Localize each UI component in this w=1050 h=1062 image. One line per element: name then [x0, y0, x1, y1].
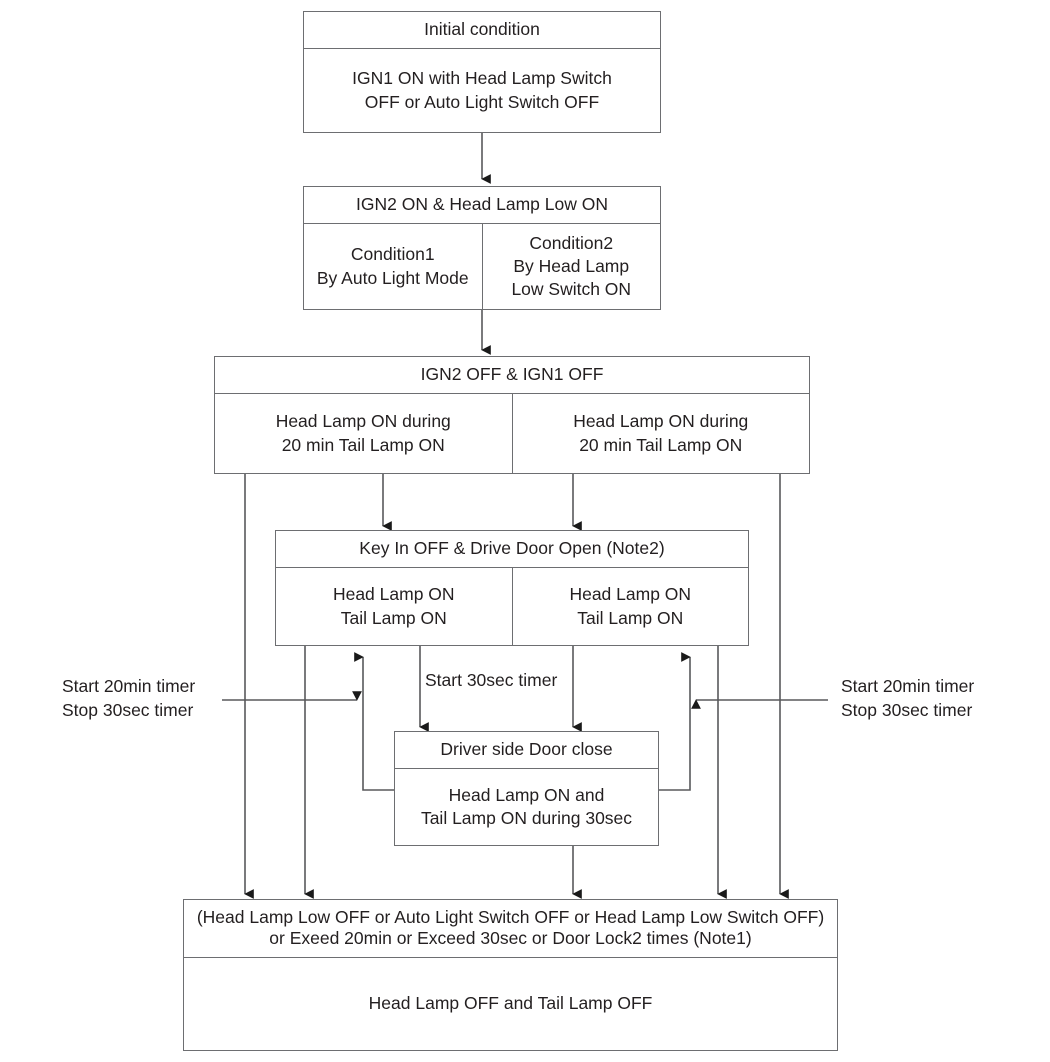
node-ign2-on-cell-condition2: Condition2 By Head Lamp Low Switch ON	[481, 224, 661, 309]
node-initial-condition-body: IGN1 ON with Head Lamp Switch OFF or Aut…	[304, 49, 660, 132]
node-lamps-off[interactable]: (Head Lamp Low OFF or Auto Light Switch …	[183, 899, 838, 1051]
node-initial-condition-header: Initial condition	[304, 12, 660, 49]
node-ign-off-cell-left: Head Lamp ON during 20 min Tail Lamp ON	[275, 411, 451, 455]
node-ign2-on[interactable]: IGN2 ON & Head Lamp Low ON Condition1 By…	[303, 186, 661, 310]
node-ign-off-body: Head Lamp ON during 20 min Tail Lamp ON …	[215, 394, 809, 473]
annotation-timer-right: Start 20min timer Stop 30sec timer	[841, 676, 975, 721]
node-ign-off-cell-right: Head Lamp ON during 20 min Tail Lamp ON	[511, 394, 810, 473]
node-ign2-on-body: Condition1 By Auto Light Mode Condition2…	[304, 224, 660, 309]
node-ign-off-header: IGN2 OFF & IGN1 OFF	[215, 357, 809, 394]
node-door-close-header: Driver side Door close	[395, 732, 658, 769]
node-initial-condition-cell-1: IGN1 ON with Head Lamp Switch OFF or Aut…	[352, 68, 612, 112]
node-key-in-off-cell-right: Head Lamp ON Tail Lamp ON	[511, 568, 749, 645]
node-lamps-off-body: Head Lamp OFF and Tail Lamp OFF	[184, 958, 837, 1050]
node-key-in-off-cell-left: Head Lamp ON Tail Lamp ON	[332, 584, 455, 628]
connector-doorclose-feedback-left	[354, 652, 394, 791]
node-initial-condition[interactable]: Initial condition IGN1 ON with Head Lamp…	[303, 11, 661, 133]
annotation-timer-left: Start 20min timer Stop 30sec timer	[62, 676, 196, 721]
node-ign2-on-cell-condition1: Condition1 By Auto Light Mode	[316, 244, 469, 288]
node-lamps-off-cell-1: Head Lamp OFF and Tail Lamp OFF	[368, 993, 653, 1014]
node-key-in-off[interactable]: Key In OFF & Drive Door Open (Note2) Hea…	[275, 530, 749, 646]
node-door-close-cell-1: Head Lamp ON and Tail Lamp ON during 30s…	[420, 784, 633, 828]
node-ign2-on-header: IGN2 ON & Head Lamp Low ON	[304, 187, 660, 224]
annotation-timer-middle: Start 30sec timer	[425, 670, 558, 690]
node-key-in-off-body: Head Lamp ON Tail Lamp ON Head Lamp ON T…	[276, 568, 748, 645]
node-lamps-off-header: (Head Lamp Low OFF or Auto Light Switch …	[184, 900, 837, 958]
connector-doorclose-feedback-right	[659, 652, 691, 791]
node-key-in-off-header: Key In OFF & Drive Door Open (Note2)	[276, 531, 748, 568]
node-door-close-body: Head Lamp ON and Tail Lamp ON during 30s…	[395, 769, 658, 845]
node-door-close[interactable]: Driver side Door close Head Lamp ON and …	[394, 731, 659, 846]
node-ign-off[interactable]: IGN2 OFF & IGN1 OFF Head Lamp ON during …	[214, 356, 810, 474]
